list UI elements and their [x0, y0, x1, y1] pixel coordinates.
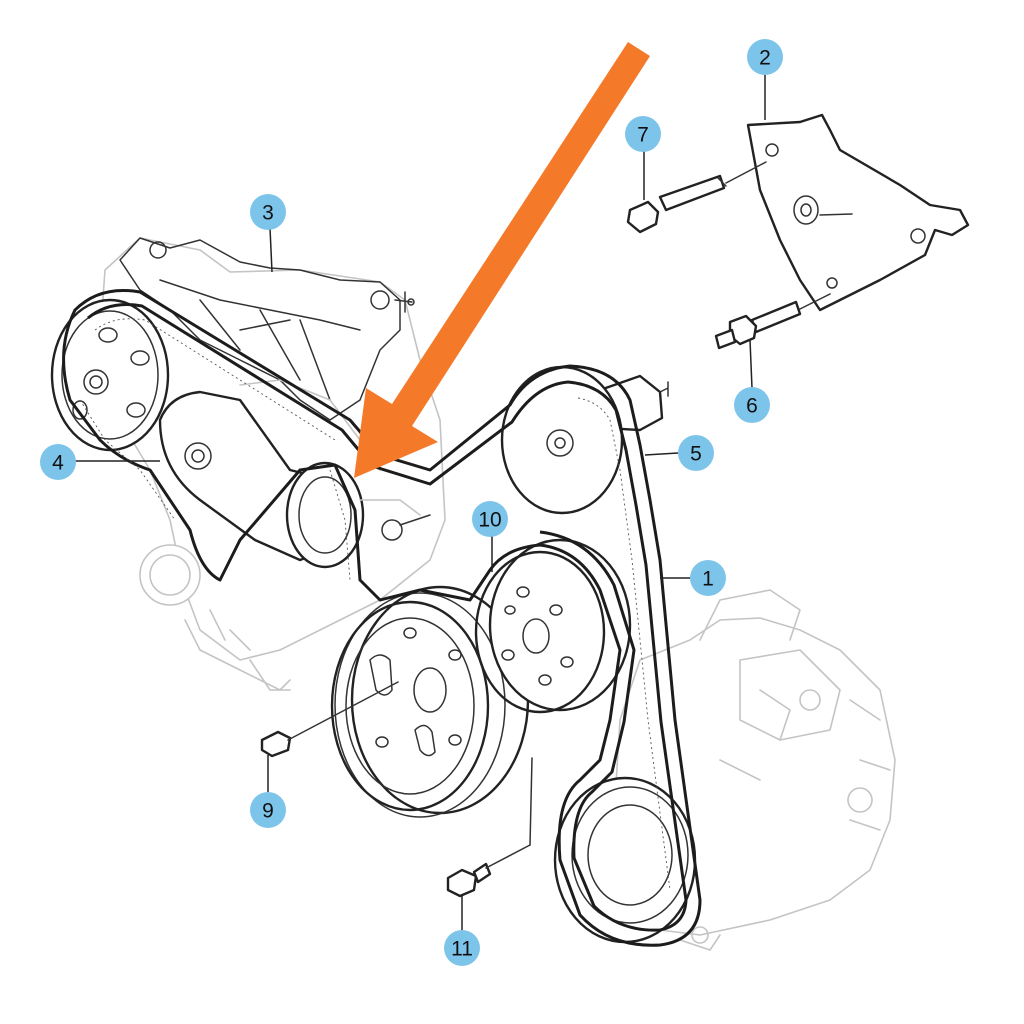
bolt-7 [626, 161, 767, 234]
callout-1[interactable]: 1 [690, 560, 726, 596]
bolt-9 [260, 681, 399, 758]
leader-lines [74, 70, 766, 932]
bolt-11 [446, 757, 533, 898]
callout-2[interactable]: 2 [747, 39, 783, 75]
callout-6[interactable]: 6 [734, 387, 770, 423]
crankshaft-pulley [330, 585, 530, 818]
serpentine-belt [62, 288, 702, 947]
pointer-arrow-icon [354, 42, 650, 478]
callout-11-label: 11 [451, 938, 473, 961]
callout-7-label: 7 [637, 124, 649, 147]
callout-4[interactable]: 4 [40, 444, 76, 480]
bolt-6 [714, 293, 831, 350]
callout-3-label: 3 [262, 202, 274, 225]
callout-9-label: 9 [262, 800, 274, 823]
callout-6-label: 6 [746, 395, 758, 418]
mounting-bracket [119, 237, 415, 421]
callout-10-label: 10 [478, 509, 501, 532]
callout-1-label: 1 [702, 568, 714, 591]
callout-10[interactable]: 10 [472, 501, 508, 537]
callout-11[interactable]: 11 [444, 930, 480, 966]
callout-4-label: 4 [52, 452, 64, 475]
callout-2-label: 2 [759, 47, 771, 70]
callout-5-label: 5 [690, 443, 702, 466]
callout-9[interactable]: 9 [250, 792, 286, 828]
callout-3[interactable]: 3 [250, 194, 286, 230]
callout-7[interactable]: 7 [625, 116, 661, 152]
idler-bracket [746, 113, 970, 312]
idler-pulley-assembly [500, 365, 669, 515]
callout-5[interactable]: 5 [678, 435, 714, 471]
